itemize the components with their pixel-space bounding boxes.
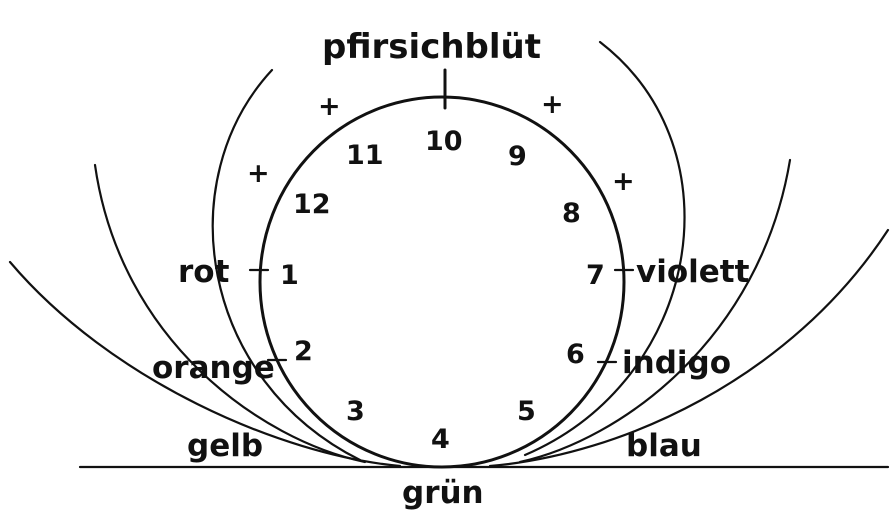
number-4: 4 bbox=[431, 424, 450, 455]
arc-right-3 bbox=[488, 228, 890, 468]
number-8: 8 bbox=[562, 198, 581, 229]
number-5: 5 bbox=[517, 396, 536, 427]
cross-mark-12: + bbox=[247, 158, 270, 189]
label-rot: rot bbox=[178, 254, 230, 290]
number-2: 2 bbox=[294, 336, 313, 367]
number-6: 6 bbox=[566, 339, 585, 370]
number-3: 3 bbox=[346, 396, 365, 427]
label-violett: violett bbox=[636, 254, 750, 290]
label-orange: orange bbox=[152, 350, 275, 386]
number-7: 7 bbox=[586, 260, 605, 291]
arc-left-1 bbox=[211, 68, 362, 462]
label-gelb: gelb bbox=[187, 428, 263, 464]
cross-mark-8: + bbox=[612, 166, 635, 197]
number-10: 10 bbox=[425, 126, 463, 157]
cross-mark-11: + bbox=[318, 91, 341, 122]
number-12: 12 bbox=[293, 189, 331, 220]
arc-left-2 bbox=[93, 163, 367, 464]
main-circle bbox=[258, 95, 626, 469]
label-blau: blau bbox=[626, 428, 702, 464]
label-indigo: indigo bbox=[622, 345, 731, 381]
number-9: 9 bbox=[508, 141, 527, 172]
cross-mark-9: + bbox=[541, 89, 564, 120]
arc-right-1 bbox=[523, 40, 686, 457]
title-label: pfirsichblüt bbox=[322, 27, 541, 67]
number-1: 1 bbox=[280, 260, 299, 291]
arc-left-3 bbox=[8, 260, 402, 468]
label-gruen: grün bbox=[402, 475, 484, 511]
number-11: 11 bbox=[346, 140, 384, 171]
arc-right-2 bbox=[518, 158, 792, 464]
